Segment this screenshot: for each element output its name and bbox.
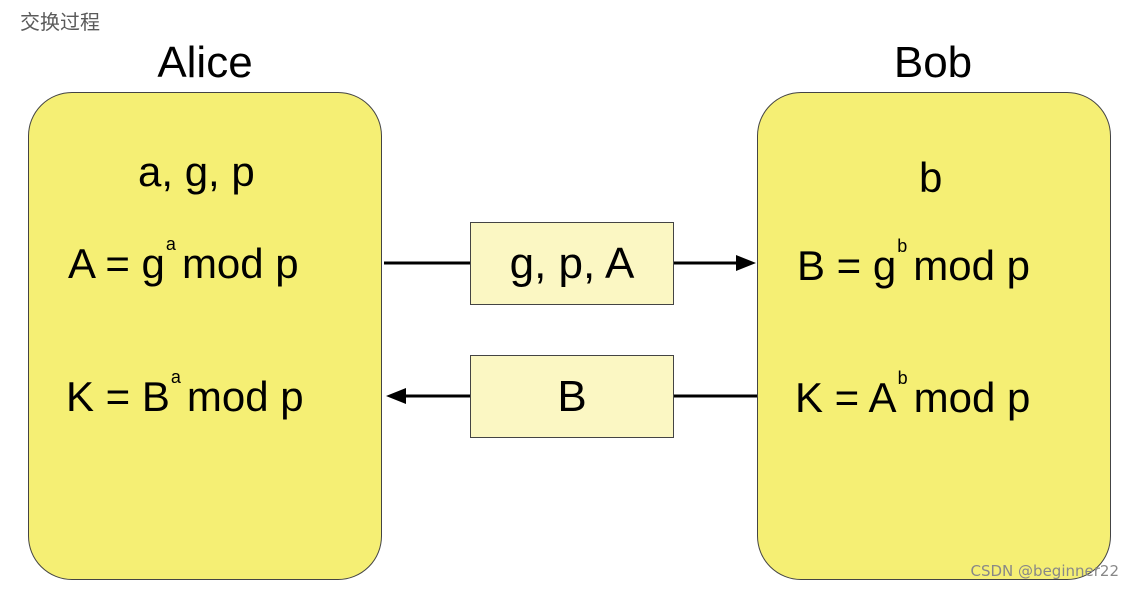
message-to-bob-label: g, p, A bbox=[509, 238, 635, 288]
bob-shared-key-exponent: b bbox=[897, 368, 908, 388]
arrow-to-alice-head bbox=[386, 388, 406, 404]
bob-shared-key-base: K = A bbox=[795, 374, 897, 421]
message-to-alice-box: B bbox=[470, 355, 674, 438]
bob-public-key-exponent: b bbox=[897, 236, 908, 256]
alice-params: a, g, p bbox=[138, 148, 255, 195]
message-to-alice-label: B bbox=[557, 371, 587, 421]
bob-shared-key-mod: mod p bbox=[913, 374, 1031, 421]
message-to-bob-box: g, p, A bbox=[470, 222, 674, 305]
bob-name: Bob bbox=[893, 38, 973, 87]
alice-public-key-exponent: a bbox=[165, 234, 176, 254]
alice-box bbox=[28, 92, 382, 580]
bob-public-key-mod: mod p bbox=[913, 242, 1030, 289]
alice-shared-key-exponent: a bbox=[170, 367, 181, 387]
alice-name: Alice bbox=[157, 38, 253, 87]
bob-public-key-base: B = g bbox=[797, 242, 897, 289]
alice-public-key-mod: mod p bbox=[181, 240, 299, 287]
bob-params: b bbox=[919, 154, 943, 201]
arrow-to-bob-head bbox=[736, 255, 756, 271]
alice-public-key-base: A = g bbox=[68, 240, 165, 287]
watermark: CSDN @beginner22 bbox=[970, 562, 1119, 580]
alice-shared-key-mod: mod p bbox=[186, 373, 304, 420]
alice-shared-key-base: K = B bbox=[66, 373, 170, 420]
bob-box bbox=[757, 92, 1111, 580]
page-caption: 交换过程 bbox=[20, 10, 100, 34]
